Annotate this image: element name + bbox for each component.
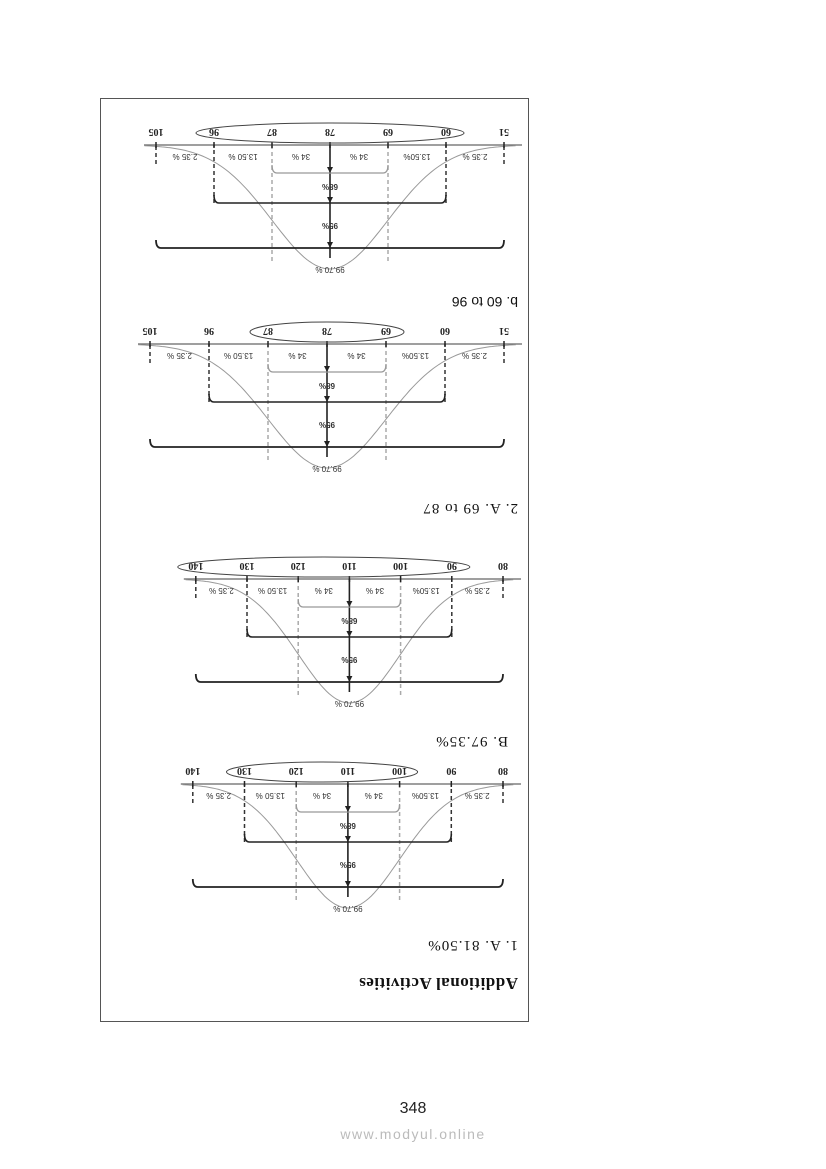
segment-percent-label: 13.50 % [224, 351, 253, 360]
segment-percent-label: 13.50 % [228, 152, 257, 161]
axis-tick-label: 87 [263, 325, 273, 336]
activity-box: Additional Activities 1. A. 81.50% 68% 95… [100, 98, 529, 1022]
normal-curve-chart-2: 68% 95% 99.70 % 2.35 % 13.50% 34 % 34 % 13.50 %… [177, 556, 521, 708]
normal-curve-chart-3: 68% 95% 99.70 % 2.35 % 13.50% 34 % 34 % 13.50 %… [138, 321, 522, 473]
highlight-ellipse [249, 321, 405, 343]
highlight-ellipse [177, 556, 471, 578]
segment-percent-label: 13.50% [403, 152, 430, 161]
axis-tick-label: 90 [446, 765, 456, 776]
axis-tick-label: 100 [392, 765, 407, 776]
bracket-label-68: 68% [322, 182, 338, 191]
bracket-label-68: 68% [341, 616, 357, 625]
arrow-icon [327, 167, 333, 173]
arrow-icon [344, 836, 351, 842]
axis-tick-label: 100 [393, 560, 408, 571]
watermark: www.modyul.online [340, 1126, 486, 1142]
bracket-label-99-7: 99.70 % [315, 265, 344, 274]
arrow-icon [346, 631, 353, 637]
bracket-label-95: 95% [319, 420, 335, 429]
bracket-label-99-7: 99.70 % [335, 699, 364, 708]
arrow-icon [344, 881, 351, 887]
segment-percent-label: 34 % [288, 351, 306, 360]
axis-tick-label: 140 [188, 560, 203, 571]
axis-tick-label: 80 [498, 560, 508, 571]
arrow-icon [327, 197, 333, 203]
axis-tick-label: 96 [209, 126, 219, 137]
segment-percent-label: 2.35 % [173, 152, 198, 161]
segment-percent-label: 2.35 % [465, 791, 490, 800]
arrow-icon [346, 601, 353, 607]
page-number: 348 [399, 1100, 427, 1117]
segment-percent-label: 13.50 % [256, 791, 285, 800]
segment-percent-label: 13.50% [413, 586, 440, 595]
segment-percent-label: 13.50% [402, 351, 429, 360]
segment-percent-label: 2.35 % [167, 351, 192, 360]
segment-percent-label: 13.50% [412, 791, 439, 800]
segment-percent-label: 13.50 % [258, 586, 287, 595]
axis-tick-label: 78 [322, 325, 332, 336]
answer-2b: b. 60 to 96 [451, 294, 518, 310]
arrow-icon [324, 366, 330, 372]
highlight-ellipse [195, 122, 465, 144]
axis-tick-label: 105 [143, 325, 158, 336]
highlight-ellipse [226, 761, 419, 783]
normal-curve-chart-1: 68% 95% 99.70 % 2.35 % 13.50% 34 % 34 % 13.50 %… [180, 761, 521, 913]
segment-percent-label: 34 % [315, 586, 333, 595]
bracket-label-95: 95% [340, 860, 356, 869]
segment-percent-label: 34 % [350, 152, 368, 161]
axis-tick-label: 69 [381, 325, 391, 336]
answer-2a: 2. A. 69 to 87 [422, 500, 518, 516]
axis-tick-label: 60 [440, 325, 450, 336]
bracket-label-99-7: 99.70 % [333, 904, 362, 913]
answer-1b: B. 97.35% [435, 733, 508, 749]
axis-tick-label: 90 [447, 560, 457, 571]
axis-tick-label: 110 [342, 560, 356, 571]
axis-tick-label: 130 [237, 765, 252, 776]
axis-tick-label: 130 [240, 560, 255, 571]
axis-tick-label: 60 [441, 126, 451, 137]
bell-curve [182, 784, 514, 909]
segment-percent-label: 2.35 % [463, 152, 488, 161]
axis-tick-label: 120 [289, 765, 304, 776]
section-title: Additional Activities [358, 974, 518, 993]
segment-percent-label: 2.35 % [209, 586, 234, 595]
axis-tick-label: 51 [499, 325, 509, 336]
bracket-label-95: 95% [322, 221, 338, 230]
bell-curve [138, 344, 516, 469]
segment-percent-label: 34 % [365, 791, 383, 800]
arrow-icon [344, 806, 351, 812]
axis-tick-label: 96 [204, 325, 214, 336]
bracket-label-95: 95% [341, 655, 357, 664]
segment-percent-label: 34 % [313, 791, 331, 800]
bell-curve [185, 579, 514, 704]
answer-1a: 1. A. 81.50% [427, 937, 518, 953]
axis-tick-label: 140 [185, 765, 200, 776]
segment-percent-label: 34 % [347, 351, 365, 360]
bracket-label-99-7: 99.70 % [312, 464, 341, 473]
axis-tick-label: 87 [267, 126, 277, 137]
segment-percent-label: 2.35 % [465, 586, 490, 595]
segment-percent-label: 34 % [366, 586, 384, 595]
arrow-icon [324, 396, 330, 402]
segment-percent-label: 2.35 % [206, 791, 231, 800]
bell-curve [144, 145, 516, 270]
normal-curve-chart-4: 68% 95% 99.70 % 2.35 % 13.50% 34 % 34 % 13.50 %… [144, 122, 522, 274]
segment-percent-label: 2.35 % [462, 351, 487, 360]
bracket-label-68: 68% [340, 821, 356, 830]
axis-tick-label: 120 [291, 560, 306, 571]
arrow-icon [324, 441, 330, 447]
segment-percent-label: 34 % [292, 152, 310, 161]
axis-tick-label: 105 [149, 126, 164, 137]
axis-tick-label: 78 [325, 126, 335, 137]
axis-tick-label: 80 [498, 765, 508, 776]
axis-tick-label: 69 [383, 126, 393, 137]
axis-tick-label: 110 [341, 765, 355, 776]
arrow-icon [327, 242, 333, 248]
bracket-label-68: 68% [319, 381, 335, 390]
axis-tick-label: 51 [499, 126, 509, 137]
arrow-icon [346, 676, 353, 682]
